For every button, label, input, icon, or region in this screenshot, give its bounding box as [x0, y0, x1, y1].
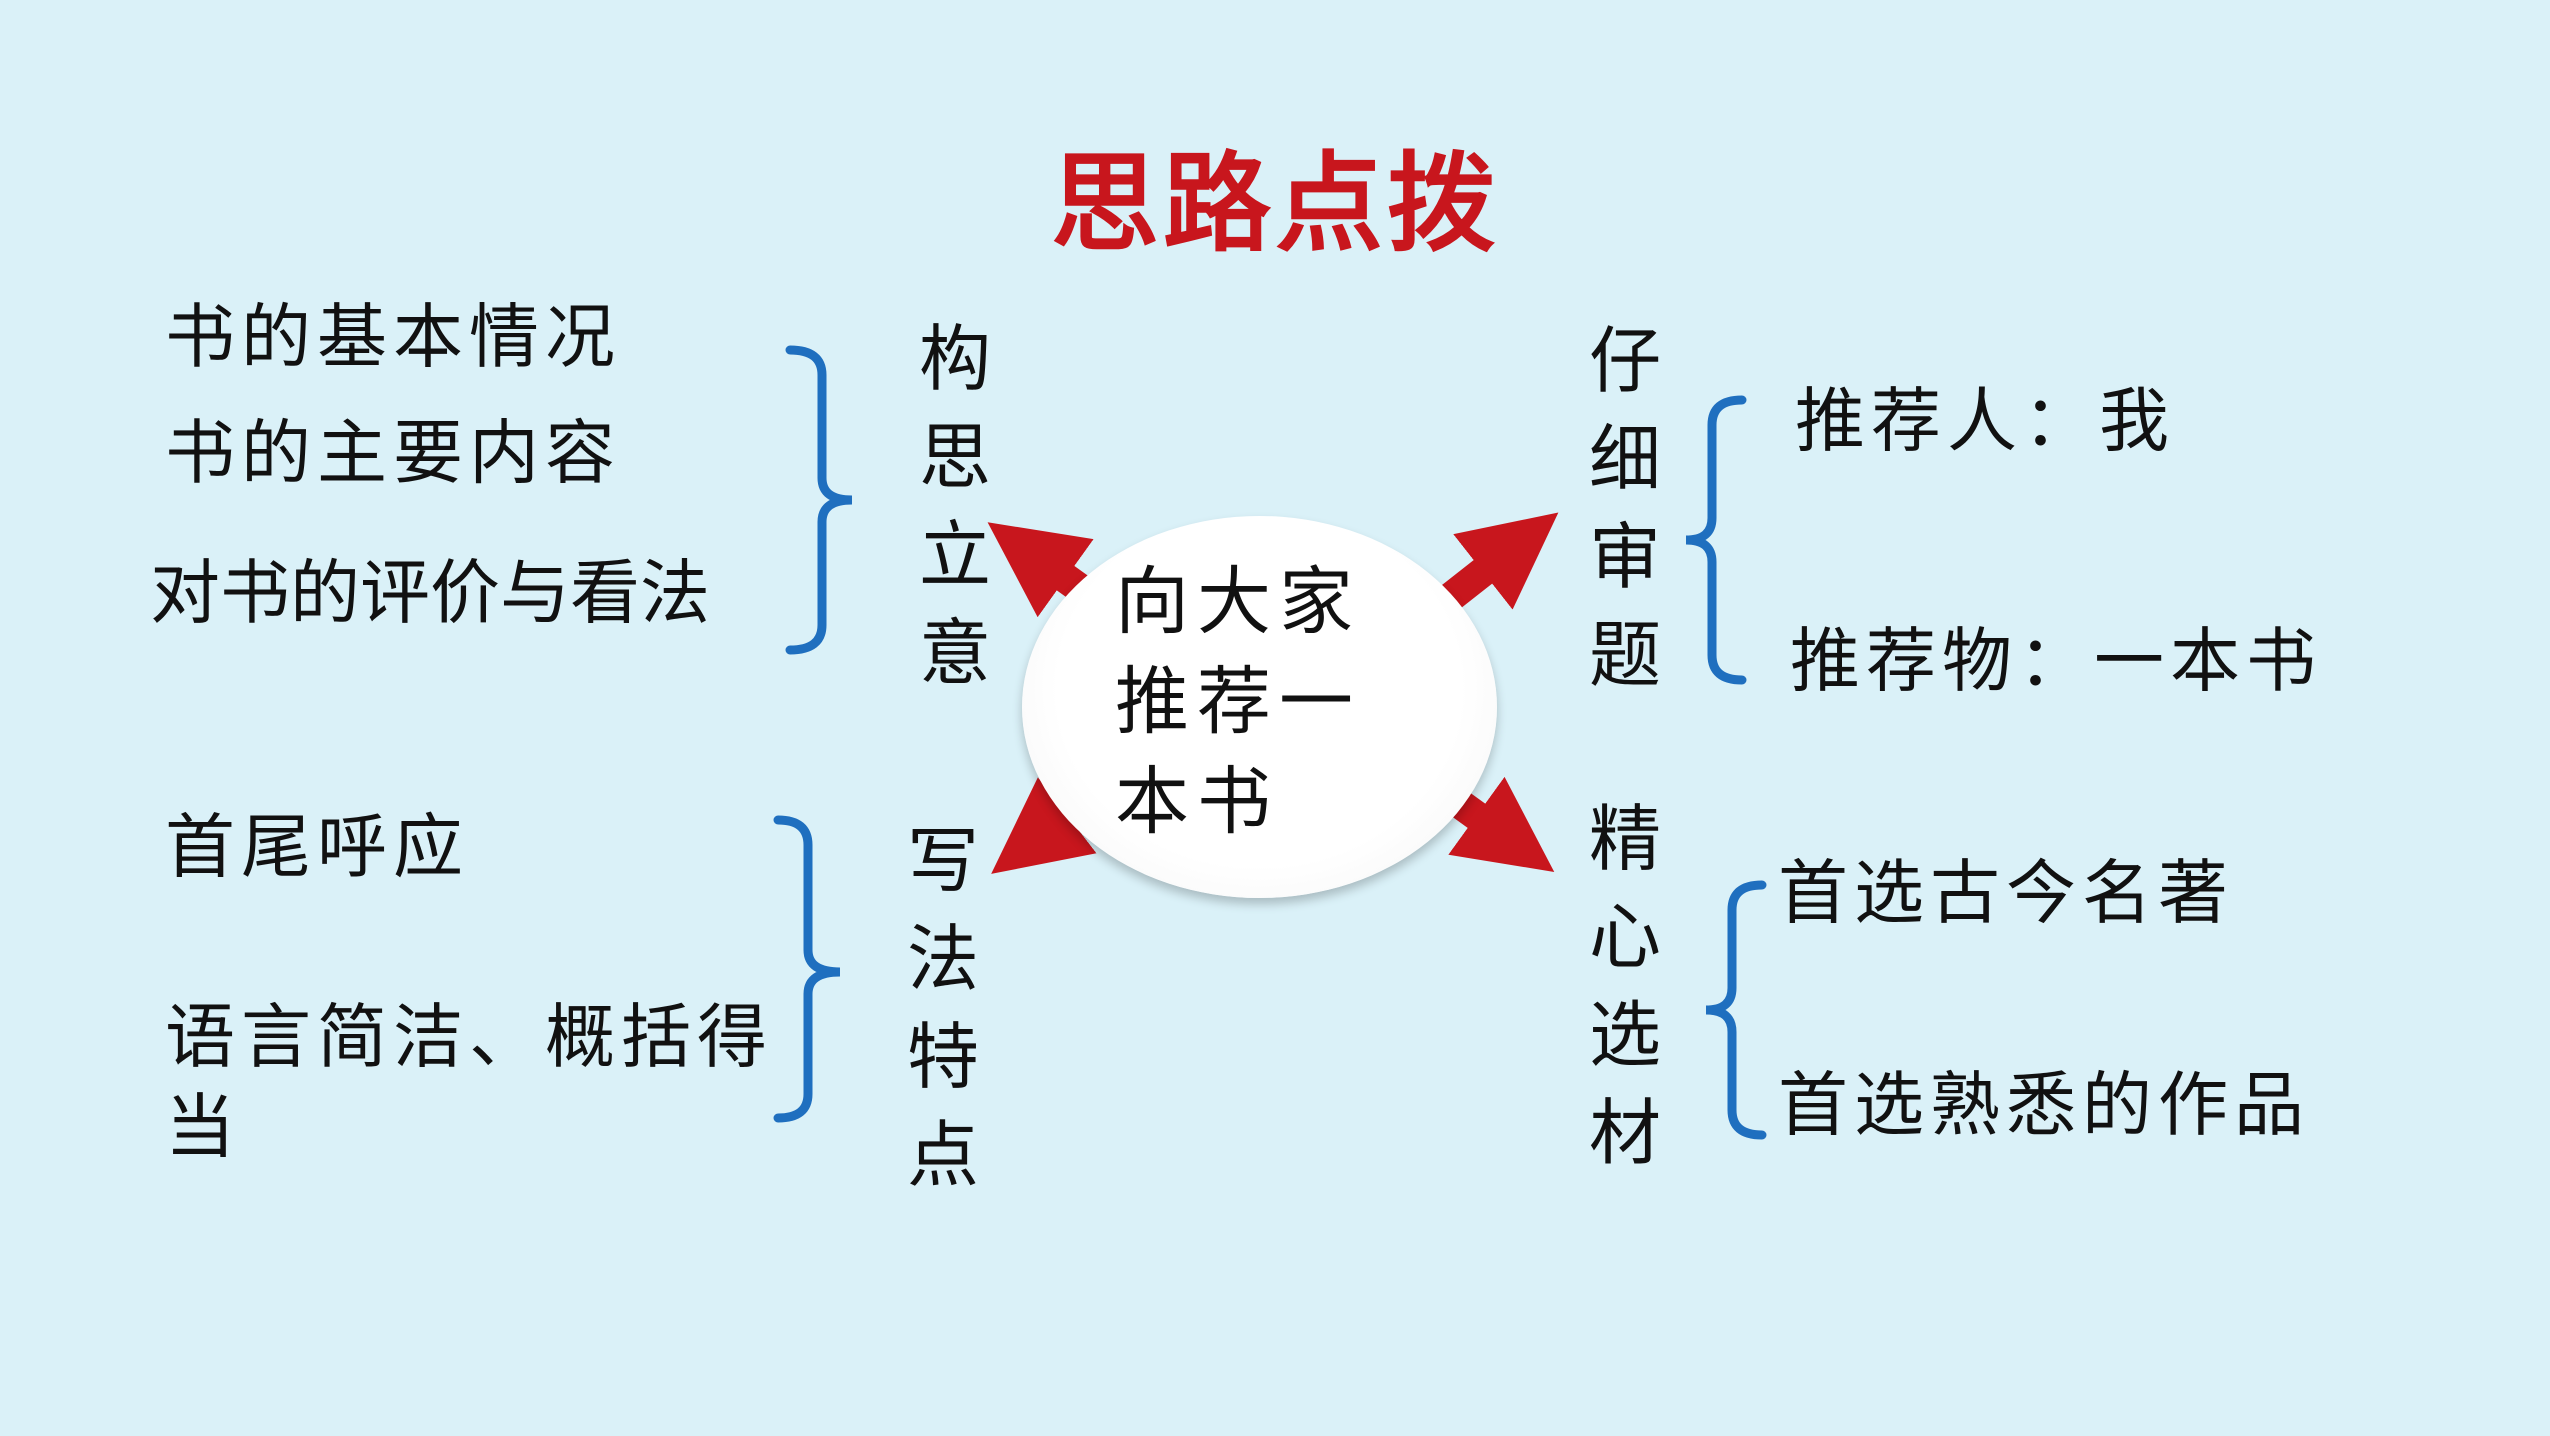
bracket-top-left — [785, 345, 853, 655]
bracket-bottom-left — [773, 815, 841, 1123]
top-left-item-3: 对书的评价与看法 — [150, 552, 710, 634]
bottom-right-item-1: 首选古今名著 — [1778, 852, 2234, 934]
bottom-right-item-2: 首选熟悉的作品 — [1778, 1064, 2310, 1146]
bracket-top-right — [1685, 395, 1747, 685]
branch-label-top-right: 仔细审题 — [1588, 319, 1661, 697]
top-left-item-2: 书的主要内容 — [165, 412, 621, 494]
branch-label-bottom-left: 写法特点 — [906, 819, 979, 1197]
top-right-item-2: 推荐物：一本书 — [1790, 620, 2322, 702]
branch-label-top-left: 构思立意 — [918, 317, 991, 695]
top-left-item-1: 书的基本情况 — [165, 296, 621, 378]
center-node — [1022, 516, 1497, 898]
center-node-text: 向大家推荐一本书 — [1115, 559, 1361, 845]
bottom-left-item-1: 首尾呼应 — [165, 806, 469, 888]
bottom-left-item-2: 语言简洁、概括得当 — [165, 996, 773, 1168]
branch-label-bottom-right: 精心选材 — [1588, 797, 1661, 1175]
page-title: 思路点拨 — [1050, 142, 1499, 267]
bracket-bottom-right — [1705, 880, 1767, 1140]
top-right-item-1: 推荐人：我 — [1795, 380, 2175, 462]
